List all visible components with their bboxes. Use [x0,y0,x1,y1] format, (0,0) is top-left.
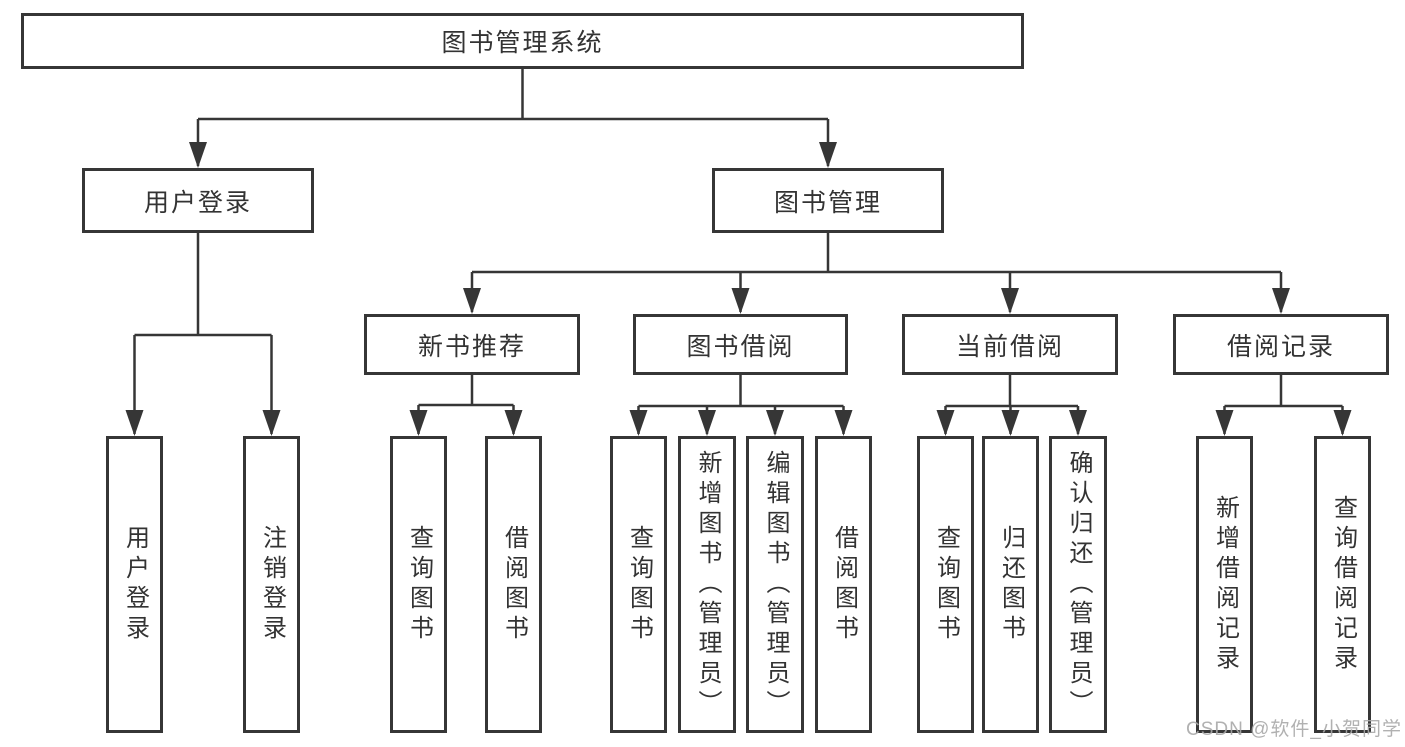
arrow-down-icon [189,142,207,168]
node-search-books-current: 查询图书 [917,436,974,733]
node-book-borrowing: 图书借阅 [633,314,848,375]
node-library-management-system: 图书管理系统 [21,13,1024,69]
node-label: 查询图书 [625,524,653,645]
arrow-down-icon [1333,410,1352,436]
arrow-down-icon [1215,410,1234,436]
node-label: 新增借阅记录 [1211,494,1239,675]
node-borrow-books-recommend: 借阅图书 [485,436,542,733]
node-book-management: 图书管理 [712,168,944,233]
arrow-down-icon [463,288,481,314]
node-label: 查询图书 [932,524,960,645]
arrow-down-icon [1001,410,1020,436]
node-confirm-return-admin: 确认归还（管理员） [1049,436,1107,733]
node-user-login: 用户登录 [82,168,314,233]
arrow-down-icon [262,410,281,436]
node-search-borrow-record: 查询借阅记录 [1314,436,1371,733]
arrow-down-icon [766,410,784,436]
node-label: 注销登录 [258,524,286,645]
node-label: 图书管理 [773,188,882,217]
arrow-down-icon [698,410,716,436]
arrow-down-icon [1001,288,1019,314]
node-label: 新增图书（管理员） [694,449,721,720]
node-return-books: 归还图书 [982,436,1039,733]
node-user-login-leaf: 用户登录 [106,436,163,733]
node-label: 用户登录 [121,524,149,645]
arrow-down-icon [1272,288,1290,314]
node-label: 图书管理系统 [441,29,604,57]
arrow-down-icon [731,288,750,314]
node-label: 查询借阅记录 [1329,494,1357,675]
arrow-down-icon [834,410,853,436]
node-label: 借阅图书 [500,524,528,645]
node-label: 编辑图书（管理员） [762,449,789,720]
watermark-text: CSDN @软件_小贺同学 [1186,719,1402,740]
node-add-borrow-record: 新增借阅记录 [1196,436,1253,733]
node-logout: 注销登录 [243,436,300,733]
arrow-down-icon [936,410,955,436]
arrow-down-icon [504,410,523,436]
node-label: 图书借阅 [686,332,795,361]
node-current-borrowing: 当前借阅 [902,314,1118,375]
node-label: 借阅图书 [830,524,858,645]
arrow-down-icon [409,410,428,436]
node-label: 借阅记录 [1226,332,1335,361]
node-label: 新书推荐 [417,332,526,361]
node-label: 归还图书 [997,524,1025,645]
node-edit-books-admin: 编辑图书（管理员） [746,436,804,733]
node-borrowing-records: 借阅记录 [1173,314,1389,375]
node-search-books-borrow: 查询图书 [610,436,667,733]
arrow-down-icon [629,410,648,436]
arrow-down-icon [1069,410,1087,436]
arrow-down-icon [819,142,837,168]
node-add-books-admin: 新增图书（管理员） [678,436,736,733]
node-label: 用户登录 [143,188,252,217]
arrow-down-icon [125,410,144,436]
arrowheads [125,142,1352,436]
node-label: 当前借阅 [955,332,1064,361]
node-label: 确认归还（管理员） [1065,449,1092,720]
node-search-books-recommend: 查询图书 [390,436,447,733]
node-label: 查询图书 [405,524,433,645]
node-new-book-recommendation: 新书推荐 [364,314,580,375]
node-borrow-books: 借阅图书 [815,436,872,733]
